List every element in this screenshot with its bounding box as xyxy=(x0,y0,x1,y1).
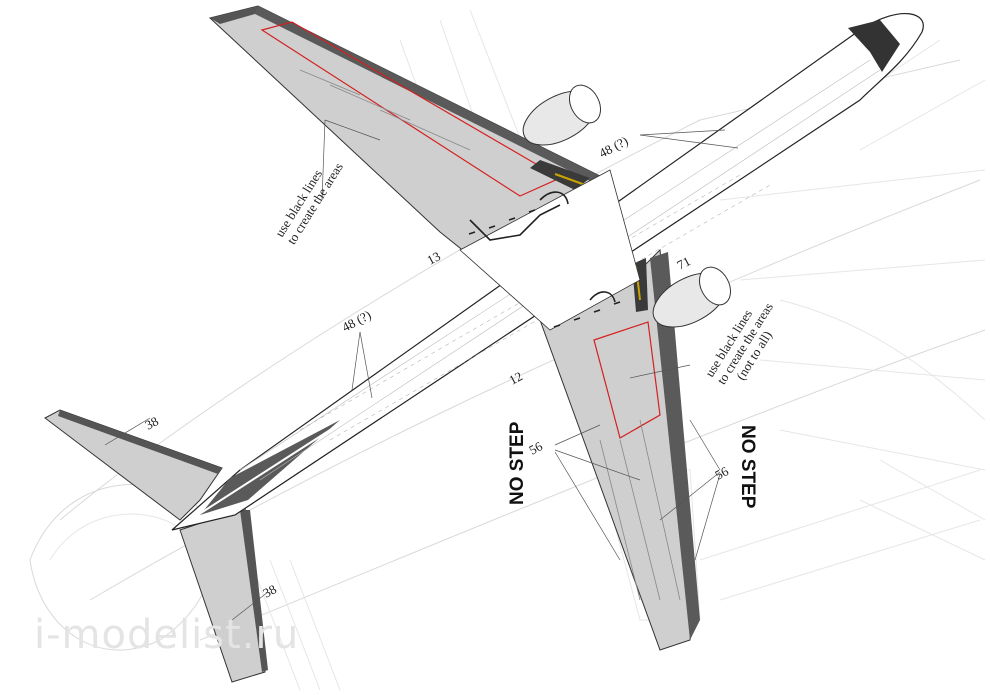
left-stabilizer xyxy=(44,409,223,521)
no-step-label-left: NO STEP xyxy=(507,421,528,505)
svg-text:use black lines to creat: use black lines to create the areas xyxy=(272,152,346,247)
mark-56-right: 56 xyxy=(712,463,731,483)
mark-48-top: 48 (?) xyxy=(596,133,630,161)
leader-lines xyxy=(104,119,739,621)
right-engine xyxy=(652,266,732,328)
mark-56-left: 56 xyxy=(526,438,545,458)
mark-38-tail: 38 xyxy=(142,413,161,432)
mark-48-mid: 48 (?) xyxy=(339,307,373,335)
watermark: i-modelist.ru xyxy=(34,612,299,658)
mark-12: 12 xyxy=(506,368,525,387)
right-wing xyxy=(539,248,700,651)
left-engine xyxy=(522,84,602,146)
mark-71: 71 xyxy=(674,253,693,272)
mark-13: 13 xyxy=(424,248,443,267)
no-step-label-right: NO STEP xyxy=(737,425,758,509)
mark-38-bottom: 38 xyxy=(260,581,279,600)
left-wing xyxy=(208,5,602,253)
fuselage xyxy=(171,12,924,531)
